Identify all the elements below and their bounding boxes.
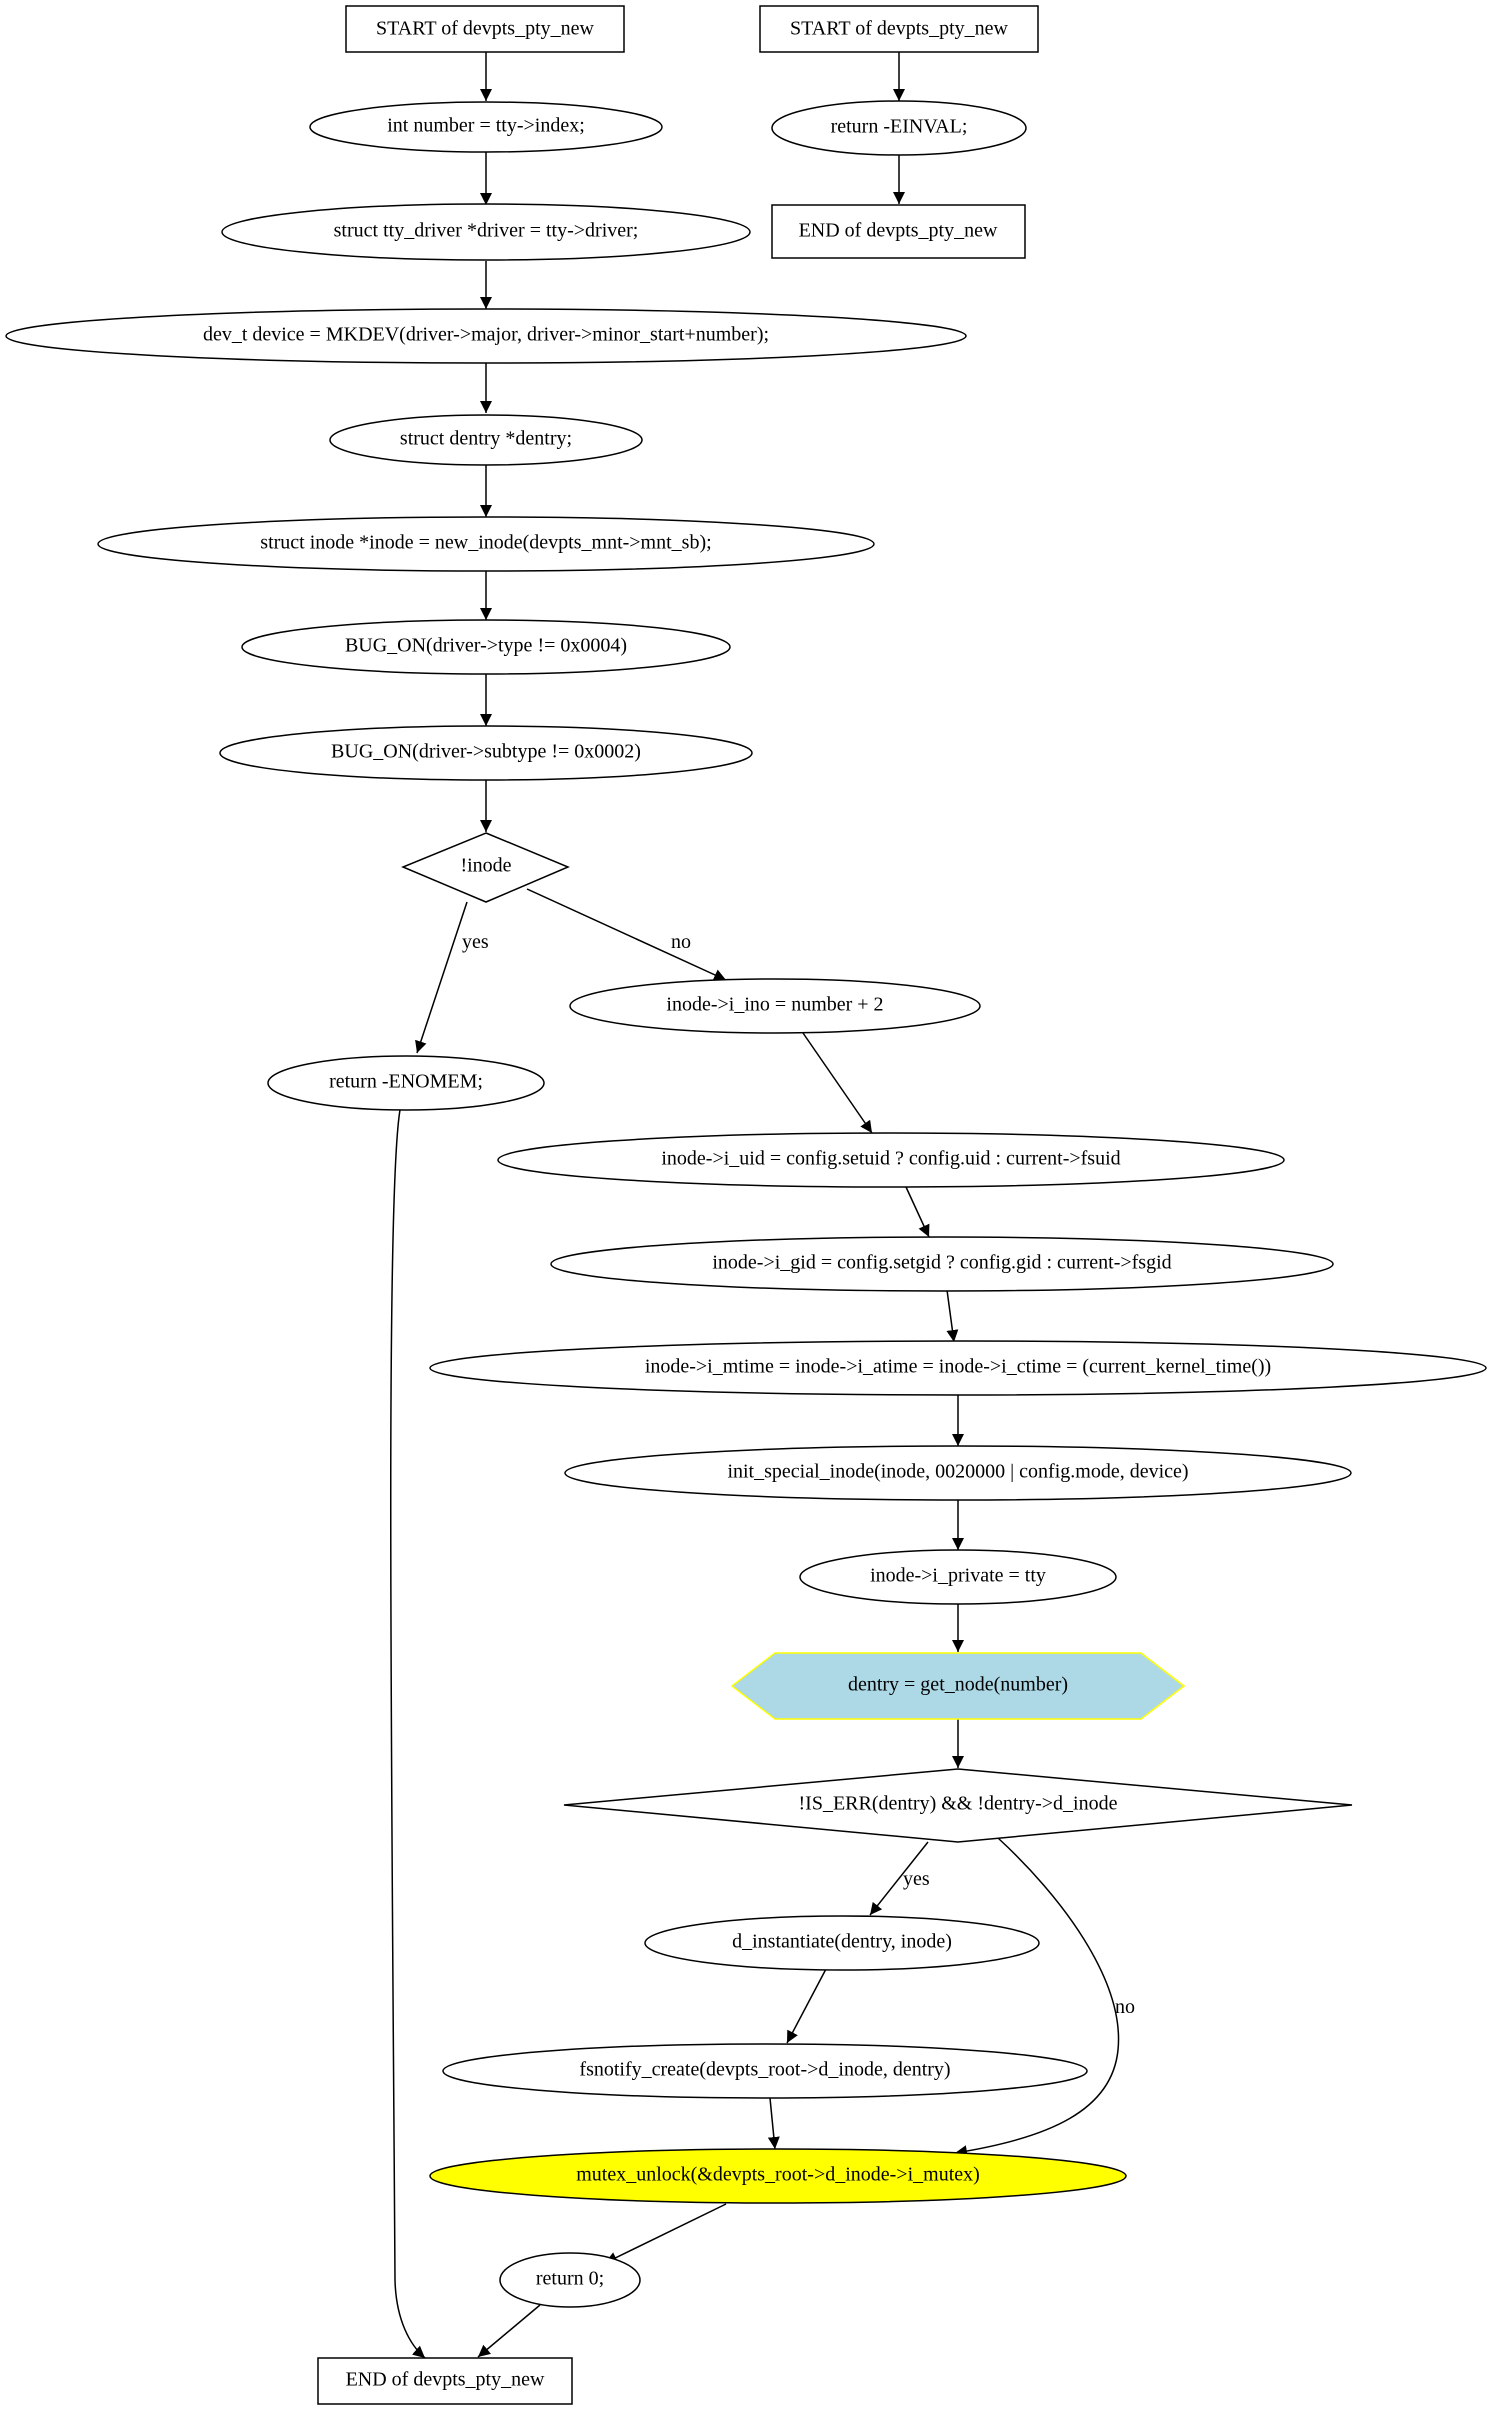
node-bug-on-type: BUG_ON(driver->type != 0x0004) — [241, 619, 731, 675]
svg-text:struct tty_driver *driver = tt: struct tty_driver *driver = tty->driver; — [334, 220, 639, 242]
node-i-private: inode->i_private = tty — [799, 1549, 1117, 1605]
svg-text:return -ENOMEM;: return -ENOMEM; — [329, 1071, 483, 1093]
node-init-special-inode: init_special_inode(inode, 0020000 | conf… — [564, 1445, 1352, 1501]
edge-instantiate-to-fsnotify — [786, 1968, 827, 2044]
svg-text:START of devpts_pty_new: START of devpts_pty_new — [790, 18, 1008, 40]
svg-text:inode->i_mtime = inode->i_atim: inode->i_mtime = inode->i_atime = inode-… — [645, 1356, 1271, 1378]
node-return-zero: return 0; — [499, 2252, 641, 2308]
node-end-alt: END of devpts_pty_new — [771, 204, 1026, 259]
edge-iserr-no — [954, 1837, 1120, 2158]
node-i-times: inode->i_mtime = inode->i_atime = inode-… — [429, 1340, 1487, 1396]
svg-text:!IS_ERR(dentry) && !dentry->d_: !IS_ERR(dentry) && !dentry->d_inode — [799, 1793, 1118, 1815]
node-return-einval: return -EINVAL; — [771, 100, 1027, 156]
node-start-main: START of devpts_pty_new — [345, 5, 625, 53]
edge-iserr-yes — [869, 1841, 929, 1916]
edge-enomem-to-end — [389, 1109, 426, 2359]
decision-not-inode: !inode — [401, 832, 570, 903]
svg-text:BUG_ON(driver->subtype != 0x00: BUG_ON(driver->subtype != 0x0002) — [331, 741, 641, 763]
svg-text:END of devpts_pty_new: END of devpts_pty_new — [346, 2369, 545, 2391]
svg-text:inode->i_gid = config.setgid ?: inode->i_gid = config.setgid ? config.gi… — [712, 1252, 1171, 1274]
svg-text:END of devpts_pty_new: END of devpts_pty_new — [799, 220, 998, 242]
svg-text:dev_t device = MKDEV(driver->m: dev_t device = MKDEV(driver->major, driv… — [203, 324, 769, 346]
node-struct-inode: struct inode *inode = new_inode(devpts_m… — [97, 516, 875, 572]
node-fsnotify-create: fsnotify_create(devpts_root->d_inode, de… — [442, 2043, 1088, 2099]
svg-text:inode->i_ino = number + 2: inode->i_ino = number + 2 — [666, 994, 883, 1016]
edge-gid-to-times — [946, 1289, 959, 1343]
svg-text:BUG_ON(driver->type != 0x0004): BUG_ON(driver->type != 0x0004) — [345, 635, 627, 657]
svg-text:!inode: !inode — [460, 855, 511, 877]
edges — [389, 52, 1120, 2359]
svg-text:return -EINVAL;: return -EINVAL; — [831, 116, 968, 138]
node-return-enomem: return -ENOMEM; — [267, 1055, 545, 1111]
node-d-instantiate: d_instantiate(dentry, inode) — [644, 1915, 1040, 1971]
node-i-uid: inode->i_uid = config.setuid ? config.ui… — [497, 1132, 1285, 1188]
edge-inode-no — [526, 888, 727, 981]
node-struct-dentry: struct dentry *dentry; — [329, 414, 643, 466]
decision-is-err: !IS_ERR(dentry) && !dentry->d_inode — [563, 1768, 1353, 1843]
edge-label-inode-no: no — [671, 931, 691, 953]
svg-text:dentry = get_node(number): dentry = get_node(number) — [848, 1674, 1068, 1696]
svg-text:START of devpts_pty_new: START of devpts_pty_new — [376, 18, 594, 40]
edge-label-iserr-no: no — [1115, 1996, 1135, 2018]
svg-text:mutex_unlock(&devpts_root->d_i: mutex_unlock(&devpts_root->d_inode->i_mu… — [576, 2164, 980, 2186]
node-start-alt: START of devpts_pty_new — [759, 5, 1039, 53]
svg-text:inode->i_uid = config.setuid ?: inode->i_uid = config.setuid ? config.ui… — [661, 1148, 1120, 1170]
node-mutex-unlock: mutex_unlock(&devpts_root->d_inode->i_mu… — [429, 2148, 1127, 2204]
svg-text:inode->i_private = tty: inode->i_private = tty — [870, 1565, 1046, 1587]
svg-text:struct inode *inode = new_inod: struct inode *inode = new_inode(devpts_m… — [260, 532, 711, 554]
edge-label-inode-yes: yes — [462, 931, 489, 953]
node-int-number: int number = tty->index; — [309, 101, 663, 153]
node-end-main: END of devpts_pty_new — [317, 2357, 573, 2405]
edge-ino-to-uid — [802, 1032, 873, 1134]
svg-text:fsnotify_create(devpts_root->d: fsnotify_create(devpts_root->d_inode, de… — [579, 2059, 950, 2081]
svg-text:int number = tty->index;: int number = tty->index; — [387, 115, 585, 137]
node-dev-device: dev_t device = MKDEV(driver->major, driv… — [5, 308, 967, 364]
edge-mutex-to-return0 — [604, 2203, 727, 2264]
svg-text:init_special_inode(inode, 0020: init_special_inode(inode, 0020000 | conf… — [727, 1461, 1188, 1483]
node-bug-on-subtype: BUG_ON(driver->subtype != 0x0002) — [219, 725, 753, 781]
svg-text:d_instantiate(dentry, inode): d_instantiate(dentry, inode) — [732, 1931, 952, 1953]
edge-fsnotify-to-mutex — [767, 2097, 780, 2150]
node-i-ino: inode->i_ino = number + 2 — [569, 978, 981, 1034]
svg-text:struct dentry *dentry;: struct dentry *dentry; — [400, 428, 572, 450]
svg-text:return 0;: return 0; — [536, 2268, 604, 2290]
edge-label-iserr-yes: yes — [903, 1868, 930, 1890]
edge-labels: yes no yes no — [462, 931, 1135, 2018]
node-i-gid: inode->i_gid = config.setgid ? config.gi… — [550, 1236, 1334, 1292]
node-get-node: dentry = get_node(number) — [730, 1652, 1186, 1720]
edge-uid-to-gid — [905, 1186, 930, 1238]
node-struct-driver: struct tty_driver *driver = tty->driver; — [221, 203, 751, 261]
edge-return0-to-end — [477, 2304, 541, 2358]
edge-inode-yes — [415, 901, 468, 1054]
